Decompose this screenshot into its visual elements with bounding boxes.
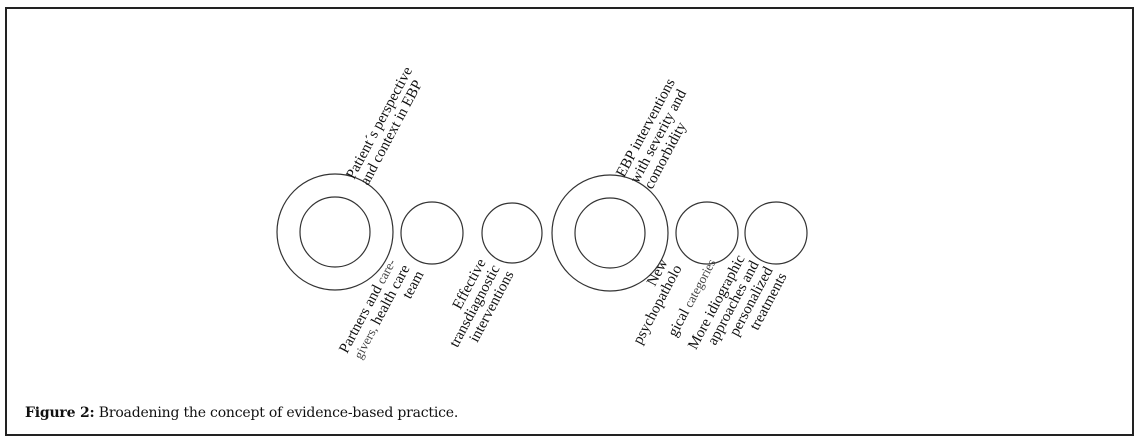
figure-frame xyxy=(5,7,1134,436)
right-outer-circle xyxy=(551,174,669,292)
right-inner-circle xyxy=(574,197,646,269)
left-core-circle-group xyxy=(276,173,394,291)
partners-circle xyxy=(400,201,464,265)
psychopathological-circle xyxy=(675,201,739,265)
label-left-core: Patient´s perspective and context in EBP xyxy=(343,64,426,188)
left-inner-circle xyxy=(299,196,371,268)
figure-caption: Figure 2: Broadening the concept of evid… xyxy=(25,405,458,421)
right-core-circle-group xyxy=(551,174,669,292)
idiographic-circle xyxy=(744,201,808,265)
label-partners: Partners and care- givers, health care t… xyxy=(336,256,427,361)
transdiagnostic-circle xyxy=(481,202,543,264)
label-transdiagnostic: Effective transdiagnostic interventions xyxy=(447,256,518,350)
label-right-core: EBP interventions with severity and como… xyxy=(613,76,690,192)
caption-label: Figure 2: xyxy=(25,405,95,421)
caption-text: Broadening the concept of evidence-based… xyxy=(94,405,459,421)
left-outer-circle xyxy=(276,173,394,291)
